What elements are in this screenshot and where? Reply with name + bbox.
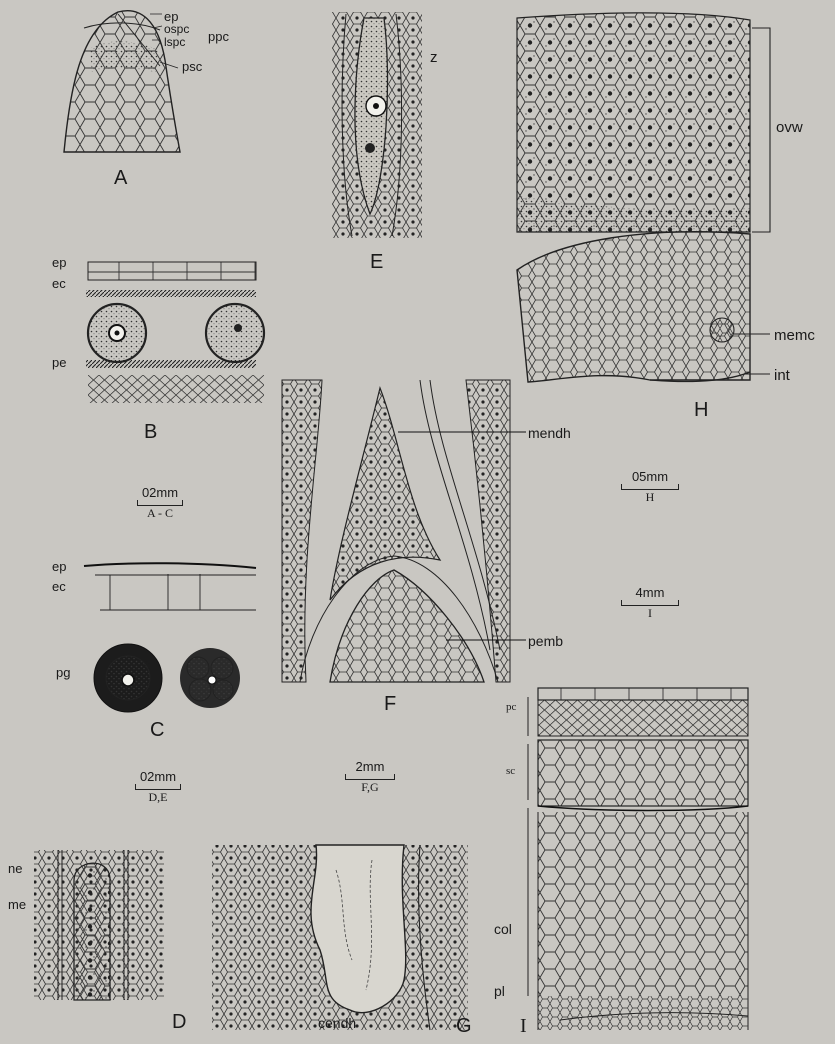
label-c-ep: ep: [52, 560, 66, 573]
scale-bar-i-caption: I: [614, 607, 686, 620]
scale-bar-h-caption: H: [614, 491, 686, 504]
panel-c-drawing: [84, 563, 256, 712]
scale-bar-d-e-caption: D,E: [128, 791, 188, 804]
panel-letter-c: C: [150, 720, 164, 740]
scale-bar-i-value: 4mm: [614, 586, 686, 600]
label-c-pg: pg: [56, 666, 70, 679]
label-h-memc: memc: [774, 328, 815, 343]
panel-b-drawing: [86, 262, 264, 403]
label-c-ec: ec: [52, 580, 66, 593]
panel-i-drawing: [528, 688, 748, 1030]
label-e-z: z: [430, 50, 438, 65]
panel-a-drawing: [64, 11, 180, 152]
label-b-pe: pe: [52, 356, 66, 369]
panel-h-drawing: [517, 13, 770, 382]
label-b-ep: ep: [52, 256, 66, 269]
label-a-ospc: ospc: [164, 23, 189, 35]
scale-bar-i: 4mm I: [614, 586, 686, 619]
scale-bar-h: 05mm H: [614, 470, 686, 503]
label-f-mendh: mendh: [528, 426, 571, 440]
label-a-psc: psc: [182, 60, 202, 73]
scale-bar-a-c-caption: A - C: [130, 507, 190, 520]
panel-letter-d: D: [172, 1012, 186, 1032]
scale-bar-f-g: 2mm F,G: [340, 760, 400, 793]
scale-bar-f-g-value: 2mm: [340, 760, 400, 774]
label-b-ec: ec: [52, 277, 66, 290]
scale-bar-h-value: 05mm: [614, 470, 686, 484]
scale-bar-a-c-value: 02mm: [130, 486, 190, 500]
panel-letter-f: F: [384, 694, 396, 714]
label-i-sc: sc: [506, 766, 515, 777]
label-h-ovw: ovw: [776, 120, 803, 135]
label-f-pemb: pemb: [528, 634, 563, 648]
label-g-cendh: cendh: [318, 1016, 356, 1030]
label-a-ppc: ppc: [208, 30, 229, 43]
panel-letter-b: B: [144, 422, 157, 442]
panel-letter-i: I: [520, 1016, 527, 1036]
scale-bar-f-g-caption: F,G: [340, 781, 400, 794]
label-d-ne: ne: [8, 862, 22, 875]
scale-bar-a-c: 02mm A - C: [130, 486, 190, 519]
panel-g-drawing: [212, 845, 468, 1030]
label-a-lspc: lspc: [164, 36, 185, 48]
scale-bar-d-e: 02mm D,E: [128, 770, 188, 803]
label-d-me: me: [8, 898, 26, 911]
panel-f-drawing: [282, 380, 526, 682]
panel-letter-h: H: [694, 400, 708, 420]
label-h-int: int: [774, 368, 790, 383]
scale-bar-d-e-value: 02mm: [128, 770, 188, 784]
label-i-pc: pc: [506, 702, 516, 713]
panel-d-drawing: [34, 850, 164, 1000]
label-i-pl: pl: [494, 984, 505, 998]
panel-letter-a: A: [114, 168, 127, 188]
panel-e-drawing: [332, 12, 422, 238]
label-i-col: col: [494, 922, 512, 936]
panel-letter-g: G: [456, 1016, 472, 1036]
panel-letter-e: E: [370, 252, 383, 272]
